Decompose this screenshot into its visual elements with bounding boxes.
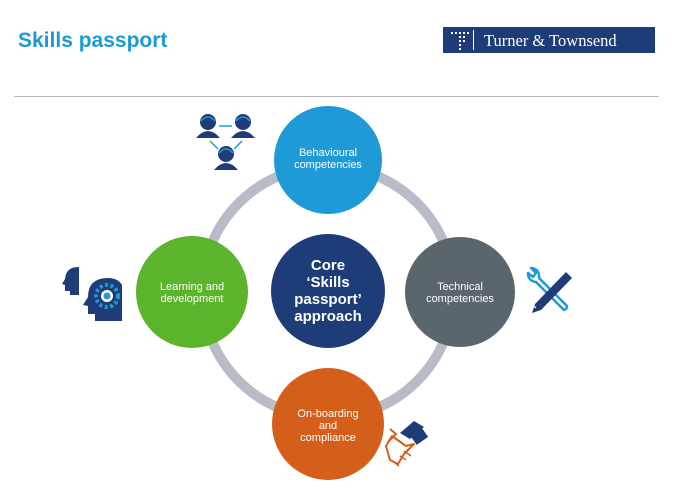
learning-line2: development — [160, 293, 224, 305]
core-line1: Core — [310, 257, 346, 274]
node-core — [271, 234, 385, 348]
handshake-icon — [385, 421, 429, 467]
logo-text: Turner & Townsend — [484, 31, 617, 50]
page-title: Skills passport — [18, 29, 168, 52]
header-divider — [14, 96, 659, 97]
onboarding-line1: On-boarding — [297, 408, 359, 420]
node-behavioural — [274, 106, 382, 214]
node-learning — [136, 236, 248, 348]
node-technical — [405, 237, 515, 347]
node-onboarding — [272, 368, 384, 480]
behavioural-label: Behavioural competencies — [278, 147, 378, 171]
team-network-icon — [196, 114, 255, 170]
technical-line2: competencies — [426, 293, 494, 305]
technical-line1: Technical — [437, 281, 483, 293]
learning-line1: Learning and — [159, 281, 225, 293]
wrench-pencil-icon — [526, 266, 572, 313]
logo-mark-icon — [451, 32, 469, 50]
company-logo: Turner & Townsend — [443, 27, 655, 53]
core-line2: ‘Skills — [306, 274, 350, 291]
onboarding-line2: and — [318, 420, 338, 432]
learning-label: Learning and development — [142, 281, 242, 305]
technical-label: Technical competencies — [410, 281, 510, 305]
core-label: Core ‘Skills passport’ approach — [273, 257, 383, 325]
onboarding-label: On-boarding and compliance — [278, 408, 378, 444]
behavioural-line1: Behavioural — [298, 147, 358, 159]
core-line3: passport’ — [294, 291, 362, 308]
logo-separator — [473, 30, 474, 50]
behavioural-line2: competencies — [294, 159, 362, 171]
onboarding-line3: compliance — [300, 432, 356, 444]
head-gear-icon — [62, 267, 122, 321]
core-line4: approach — [294, 308, 362, 325]
